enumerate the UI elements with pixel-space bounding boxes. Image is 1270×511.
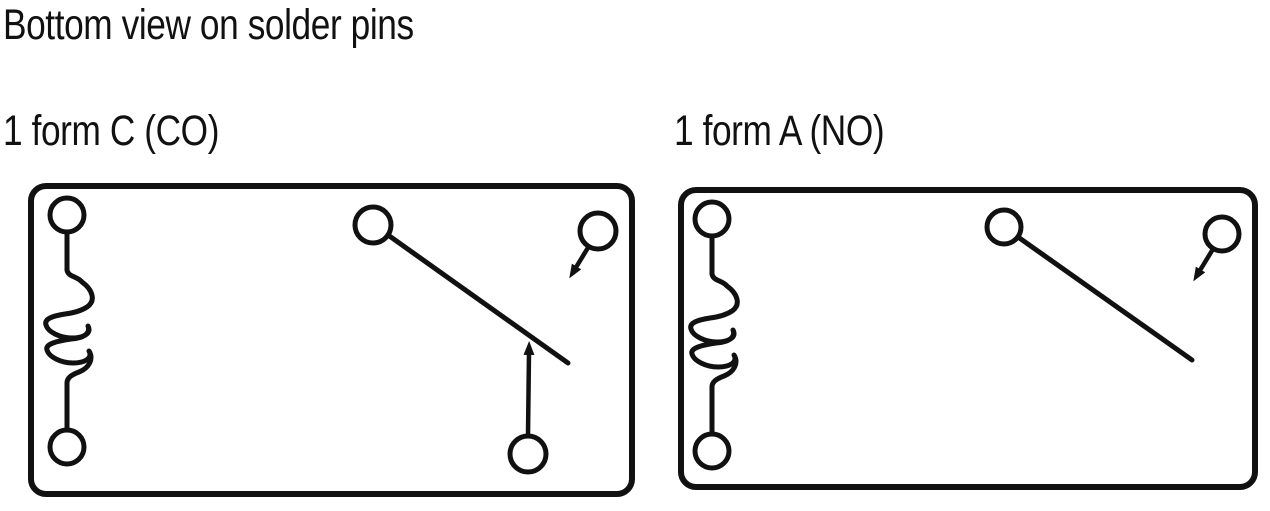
page-title: Bottom view on solder pins xyxy=(3,1,414,49)
coil-symbol xyxy=(46,198,93,464)
diagram-label-form-c: 1 form C (CO) xyxy=(3,107,220,155)
nc-contact-arrow xyxy=(523,341,535,436)
contact-blade xyxy=(385,232,571,366)
nc-pin xyxy=(507,433,549,475)
common-pin xyxy=(352,204,394,246)
no-pin xyxy=(577,210,619,252)
contact-blade xyxy=(1015,234,1195,363)
diagram-label-form-a: 1 form A (NO) xyxy=(674,107,885,155)
common-pin xyxy=(984,207,1024,247)
relay-outline xyxy=(28,183,635,497)
no-contact-arrow xyxy=(569,244,591,279)
relay-schematic-form-a xyxy=(678,187,1258,490)
relay-schematic-form-c xyxy=(28,183,635,497)
no-pin xyxy=(1202,214,1242,254)
relay-outline xyxy=(678,187,1258,490)
coil-symbol xyxy=(691,202,738,468)
no-contact-arrow xyxy=(1193,247,1215,282)
